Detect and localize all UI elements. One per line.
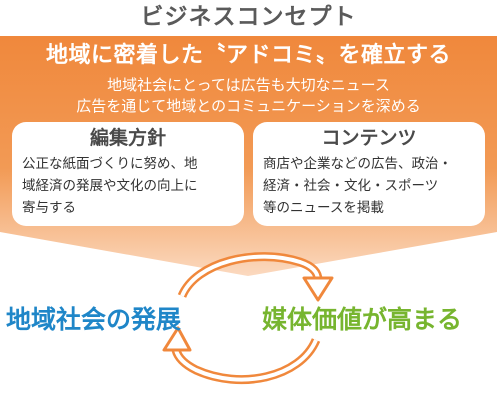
subline-2: 広告を通じて地域とのコミュニケーションを深める — [76, 97, 421, 115]
card-line: 寄与する — [22, 200, 76, 216]
card-body: 商店や企業などの広告、政治・ 経済・社会・文化・スポーツ 等のニュースを掲載 — [253, 151, 485, 219]
cycle-label-community-development: 地域社会の発展 — [6, 305, 182, 334]
card-title: 編集方針 — [89, 127, 166, 149]
subline-1: 地域社会にとっては広告も大切なニュース — [107, 76, 390, 94]
card-line: 経済・社会・文化・スポーツ — [263, 178, 439, 194]
card-line: 等のニュースを掲載 — [263, 200, 384, 216]
headline: 地域に密着した〝アドコミ〟を確立する — [45, 43, 451, 68]
editorial-policy-card: 編集方針 公正な紙面づくりに努め、地 域経済の発展や文化の向上に 寄与する — [12, 122, 244, 226]
cycle-label-media-value: 媒体価値が高まる — [262, 305, 463, 334]
page-title: ビジネスコンセプト — [140, 4, 357, 30]
card-body: 公正な紙面づくりに努め、地 域経済の発展や文化の向上に 寄与する — [12, 151, 244, 219]
cycle-arrowhead-left — [162, 326, 192, 352]
cycle-arrow-bottom — [171, 337, 321, 385]
cycle-arrows-inner — [174, 254, 320, 382]
card-line: 域経済の発展や文化の向上に — [22, 178, 198, 194]
contents-card: コンテンツ 商店や企業などの広告、政治・ 経済・社会・文化・スポーツ 等のニュー… — [253, 122, 485, 226]
card-line: 商店や企業などの広告、政治・ — [263, 156, 452, 172]
cycle-arrowhead-right — [302, 276, 334, 302]
card-title: コンテンツ — [321, 127, 417, 149]
card-line: 公正な紙面づくりに努め、地 — [22, 156, 198, 172]
